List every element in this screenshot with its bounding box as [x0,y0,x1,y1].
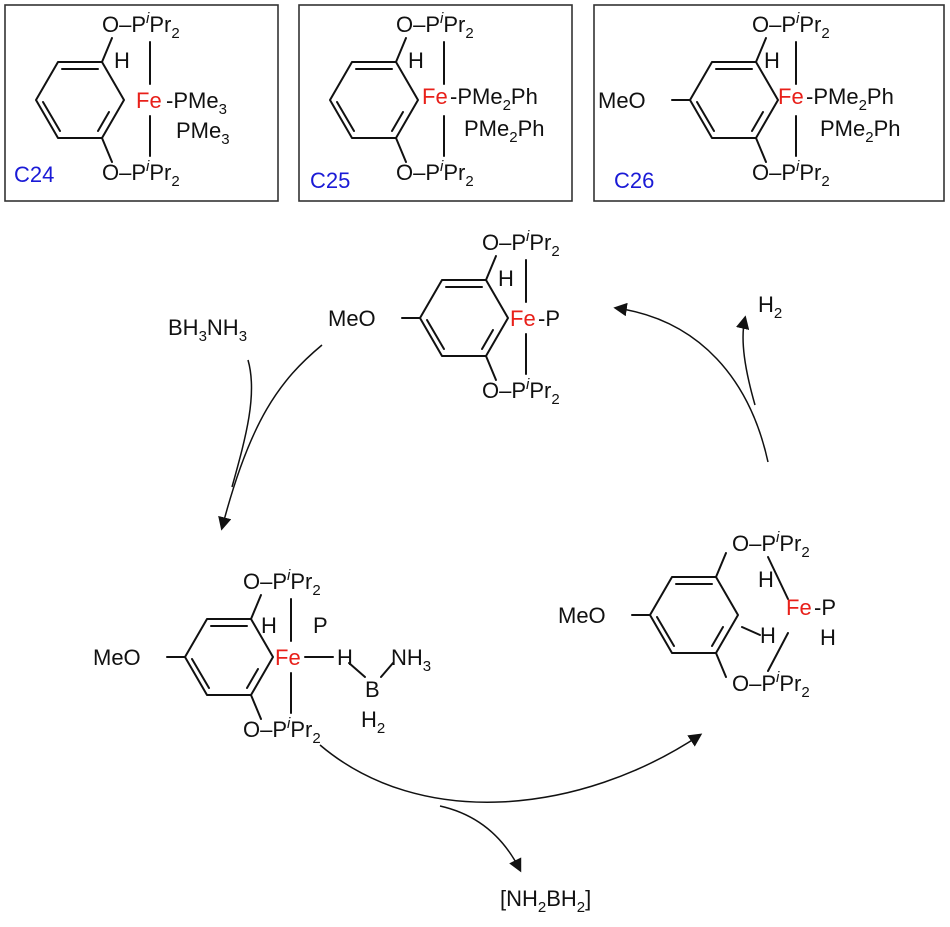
svg-text:MeO: MeO [328,306,376,331]
svg-text:PMe2Ph: PMe2Ph [464,116,545,146]
svg-text:H: H [498,266,514,291]
arrow-h2-release [736,315,756,406]
methoxy-group: MeO [598,88,646,113]
reagent-borane-ammonia: BH3NH3 [168,315,247,345]
svg-text:P: P [313,613,328,638]
compound-box-c26 [593,4,945,202]
svg-text:O–PiPr2: O–PiPr2 [752,158,830,190]
iron-center: Fe [422,84,448,109]
svg-text:H: H [758,567,774,592]
svg-text:H: H [337,645,353,670]
arrow-aminoborane-release [439,805,522,873]
svg-text:O–PiPr2: O–PiPr2 [482,228,560,260]
svg-text:H: H [764,48,780,73]
iron-center: Fe [778,84,804,109]
svg-text:O–PiPr2: O–PiPr2 [243,567,321,599]
svg-text:MeO: MeO [558,603,606,628]
intermediate-left-borane-adduct: MeO O–PiPr2 O–PiPr2 H Fe P H B NH3 H2 [93,567,431,747]
svg-text:PMe3: PMe3 [176,118,230,148]
svg-text:-P: -P [814,595,836,620]
svg-text:H: H [408,48,424,73]
svg-text:H: H [760,623,776,648]
compound-c25: O–PiPr2 O–PiPr2 H Fe -PMe2Ph PMe2Ph C25 [310,10,545,193]
compound-box-c25 [298,4,573,202]
compound-c26: MeO O–PiPr2 O–PiPr2 H Fe -PMe2Ph PMe2Ph … [598,10,901,193]
svg-text:O–PiPr2: O–PiPr2 [396,158,474,190]
svg-text:O–PiPr2: O–PiPr2 [396,10,474,42]
intermediate-right-dihydride: MeO O–PiPr2 O–PiPr2 H H Fe -P H [558,529,836,701]
svg-text:H2: H2 [361,707,385,737]
reagent-dihydrogen: H2 [758,292,782,322]
reagent-aminoborane: [NH2BH2] [500,886,591,916]
svg-text:Fe: Fe [510,306,536,331]
compound-label-c26: C26 [614,168,654,193]
arrow-borane-to-adduct [218,344,323,531]
svg-text:H: H [261,613,277,638]
svg-text:-PMe3: -PMe3 [166,88,227,118]
intermediate-top: MeO O–PiPr2 O–PiPr2 H Fe -P [328,228,560,408]
svg-text:O–PiPr2: O–PiPr2 [752,10,830,42]
compound-label-c24: C24 [14,162,54,187]
compound-c24: O–PiPr2 O–PiPr2 H Fe -PMe3 PMe3 C24 [14,10,230,190]
svg-text:O–PiPr2: O–PiPr2 [243,715,321,747]
svg-text:H: H [820,625,836,650]
arrow-borane-inlet [231,359,253,488]
arrow-dihydride-to-start [613,302,769,463]
compound-box-c24 [4,4,279,202]
svg-text:O–PiPr2: O–PiPr2 [732,669,810,701]
svg-text:-PMe2Ph: -PMe2Ph [806,84,894,114]
hydride-label: H [114,48,130,73]
svg-text:B: B [365,677,380,702]
svg-text:O–PiPr2: O–PiPr2 [102,158,180,190]
svg-text:NH3: NH3 [391,645,431,675]
svg-text:O–PiPr2: O–PiPr2 [102,10,180,42]
svg-text:-PMe2Ph: -PMe2Ph [450,84,538,114]
svg-text:-P: -P [538,306,560,331]
svg-text:O–PiPr2: O–PiPr2 [482,376,560,408]
arrow-adduct-to-dihydride [319,733,703,803]
svg-text:Fe: Fe [275,645,301,670]
compound-label-c25: C25 [310,168,350,193]
svg-text:Fe: Fe [786,595,812,620]
svg-text:PMe2Ph: PMe2Ph [820,116,901,146]
svg-text:MeO: MeO [93,645,141,670]
iron-center: Fe [136,88,162,113]
svg-text:O–PiPr2: O–PiPr2 [732,529,810,561]
